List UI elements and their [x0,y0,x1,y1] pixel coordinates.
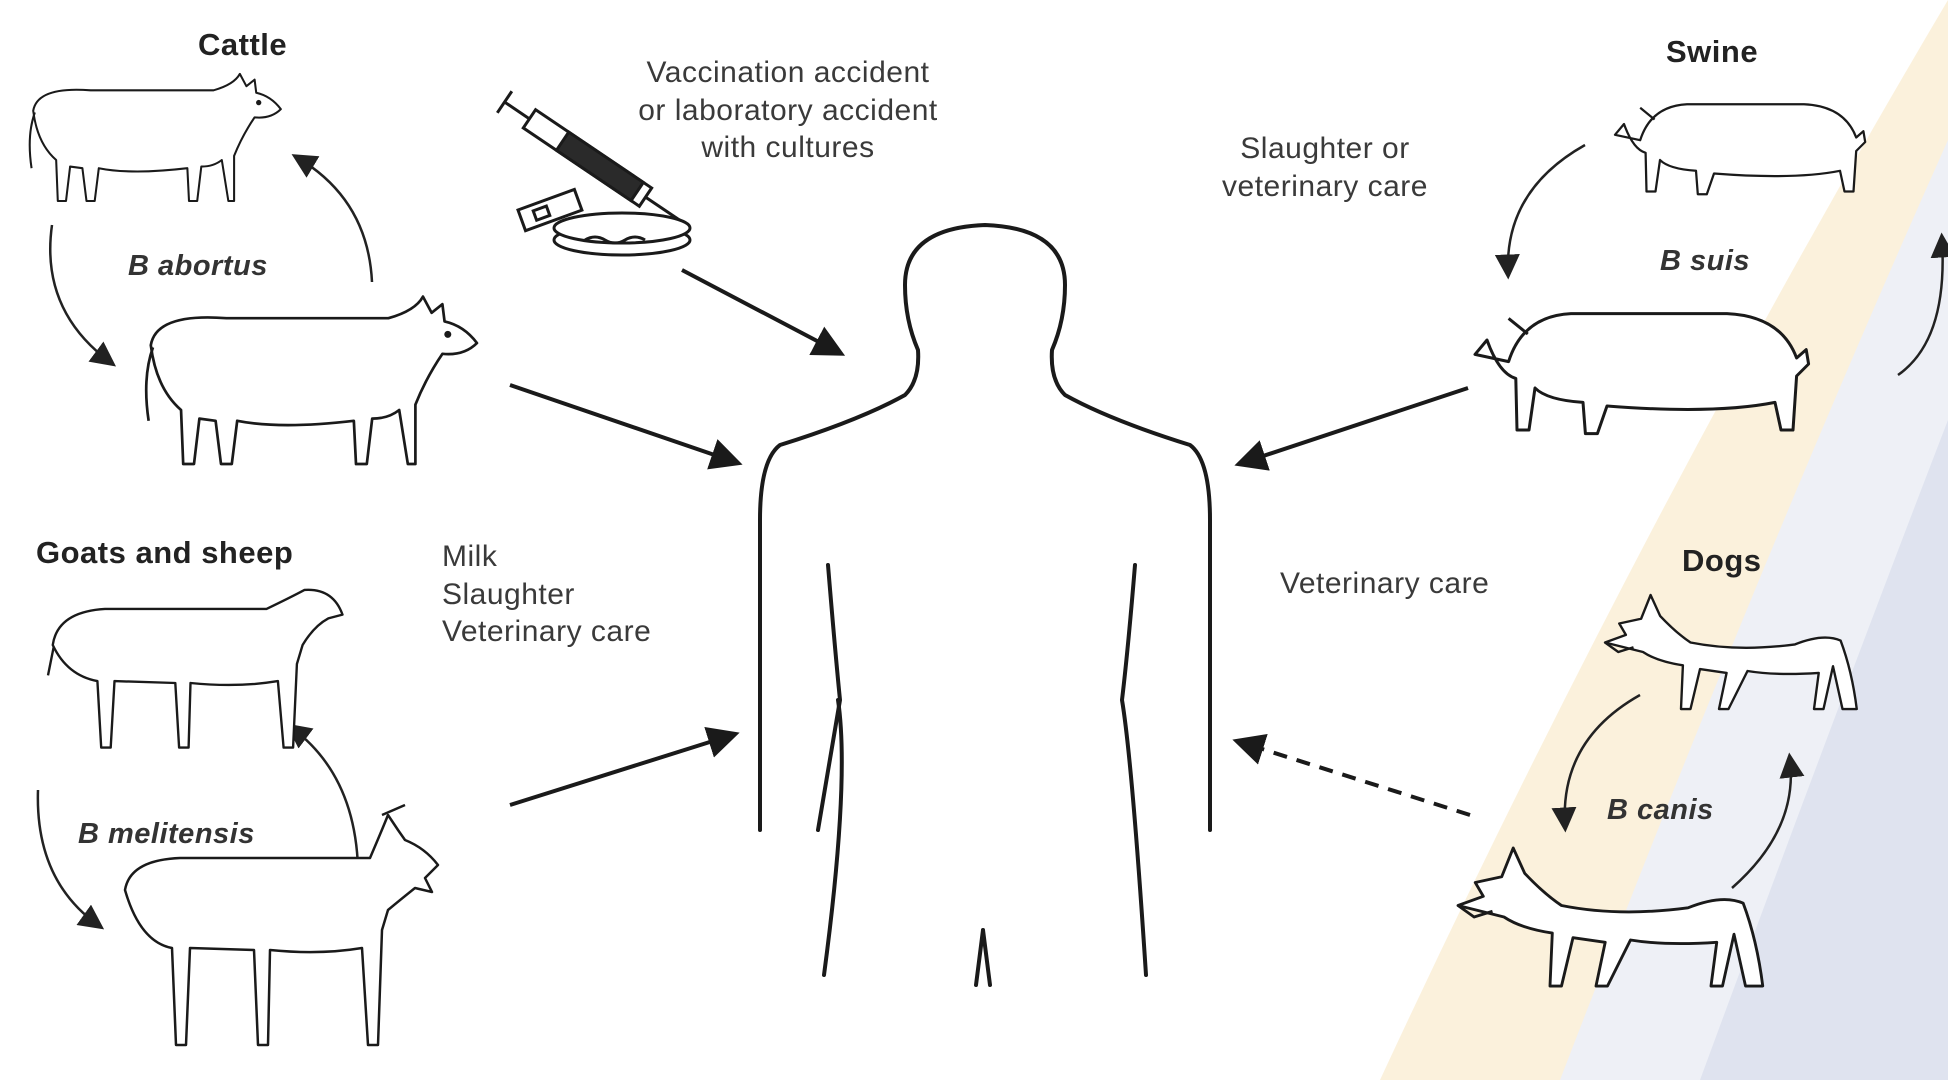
swine-route-line-1: Slaughter or [1190,130,1460,168]
goats-title: Goats and sheep [36,534,293,573]
swine-route-label: Slaughter or veterinary care [1190,130,1460,205]
swine-route-line-2: veterinary care [1190,168,1460,206]
swine-species-label: B suis [1660,243,1750,279]
arrow-cattle-to-human [510,385,735,462]
arrow-lab-to-human [682,270,838,352]
arrow-goats-to-human [510,735,732,805]
dogs-route-label: Veterinary care [1280,565,1489,603]
goats-route-line-2: Slaughter [442,576,651,614]
arrow-dogs-to-human [1240,742,1470,815]
cow-icon [30,74,281,201]
lab-route-line-1: Vaccination accident [588,54,988,92]
goats-cycle-down [38,790,98,925]
cattle-cycle-down [50,225,110,362]
sheep-icon [48,590,343,748]
goats-route-line-3: Veterinary care [442,613,651,651]
dogs-title: Dogs [1682,542,1762,581]
pig-icon [1615,104,1865,194]
goats-route-label: Milk Slaughter Veterinary care [442,538,651,651]
lab-route-line-2: or laboratory accident [588,92,988,130]
goats-species-label: B melitensis [78,816,255,852]
cow-icon [146,297,477,464]
transmission-arrows [510,270,1470,815]
human-silhouette-icon [760,225,1210,985]
arrow-swine-to-human [1242,388,1468,463]
swine-cycle-down [1508,145,1585,272]
goats-route-line-1: Milk [442,538,651,576]
goats-cycle-up [292,728,358,868]
lab-route-label: Vaccination accident or laboratory accid… [588,54,988,167]
cattle-cycle-up [298,158,372,282]
swine-title: Swine [1666,33,1758,72]
cattle-title: Cattle [198,26,287,65]
dogs-species-label: B canis [1607,792,1714,828]
petri-dish-icon [554,213,690,255]
cattle-species-label: B abortus [128,248,268,284]
lab-route-line-3: with cultures [588,129,988,167]
